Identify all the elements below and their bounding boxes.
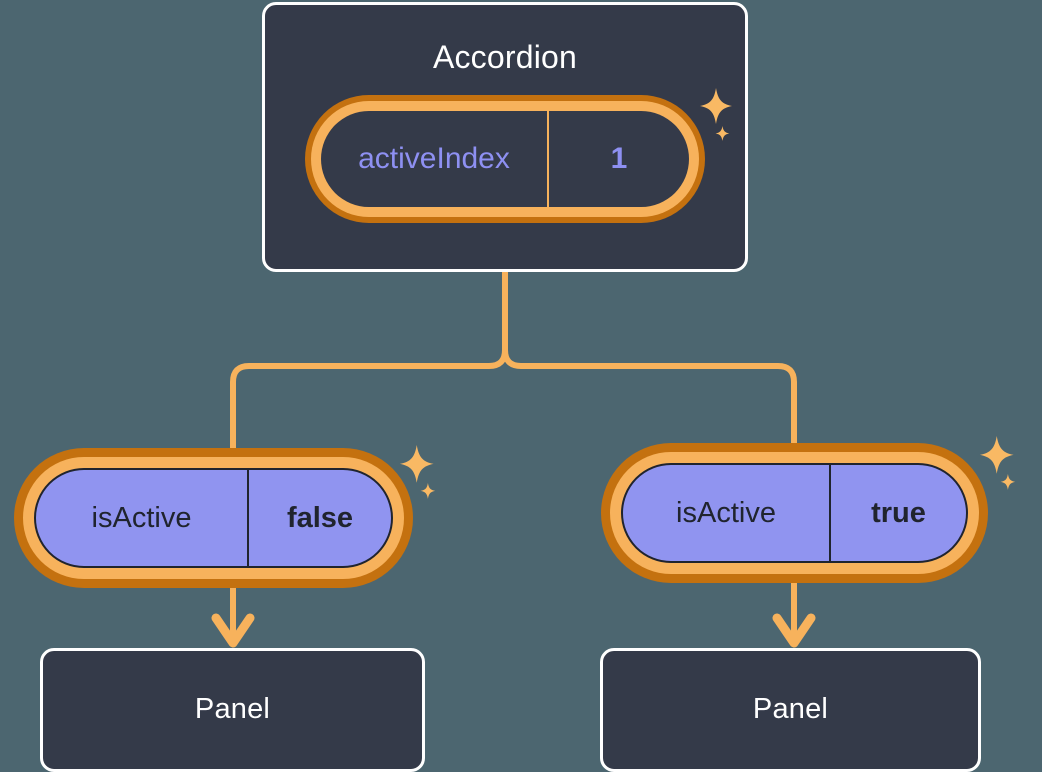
prop-pill-right[interactable]: isActive true: [601, 443, 988, 583]
sparkle-icon: [979, 436, 1016, 490]
prop-key: isActive: [36, 470, 249, 566]
pill-body: activeIndex 1: [321, 111, 689, 207]
panel-title: Panel: [194, 693, 271, 725]
panel-title: Panel: [752, 693, 829, 725]
pill-body: isActive true: [621, 463, 968, 563]
panel-node-right[interactable]: Panel: [600, 648, 981, 772]
prop-value: true: [871, 496, 926, 529]
prop-value: false: [286, 501, 354, 534]
accordion-state-pill[interactable]: activeIndex 1: [305, 95, 705, 223]
sparkle-icon: [399, 445, 436, 499]
prop-pill-left[interactable]: isActive false: [14, 448, 413, 588]
state-key: activeIndex: [321, 111, 549, 207]
prop-key: isActive: [623, 465, 831, 561]
panel-node-left[interactable]: Panel: [40, 648, 425, 772]
sparkle-icon: [700, 88, 732, 141]
accordion-title: Accordion: [432, 39, 578, 75]
state-value: 1: [610, 142, 628, 175]
pill-body: isActive false: [34, 468, 393, 568]
